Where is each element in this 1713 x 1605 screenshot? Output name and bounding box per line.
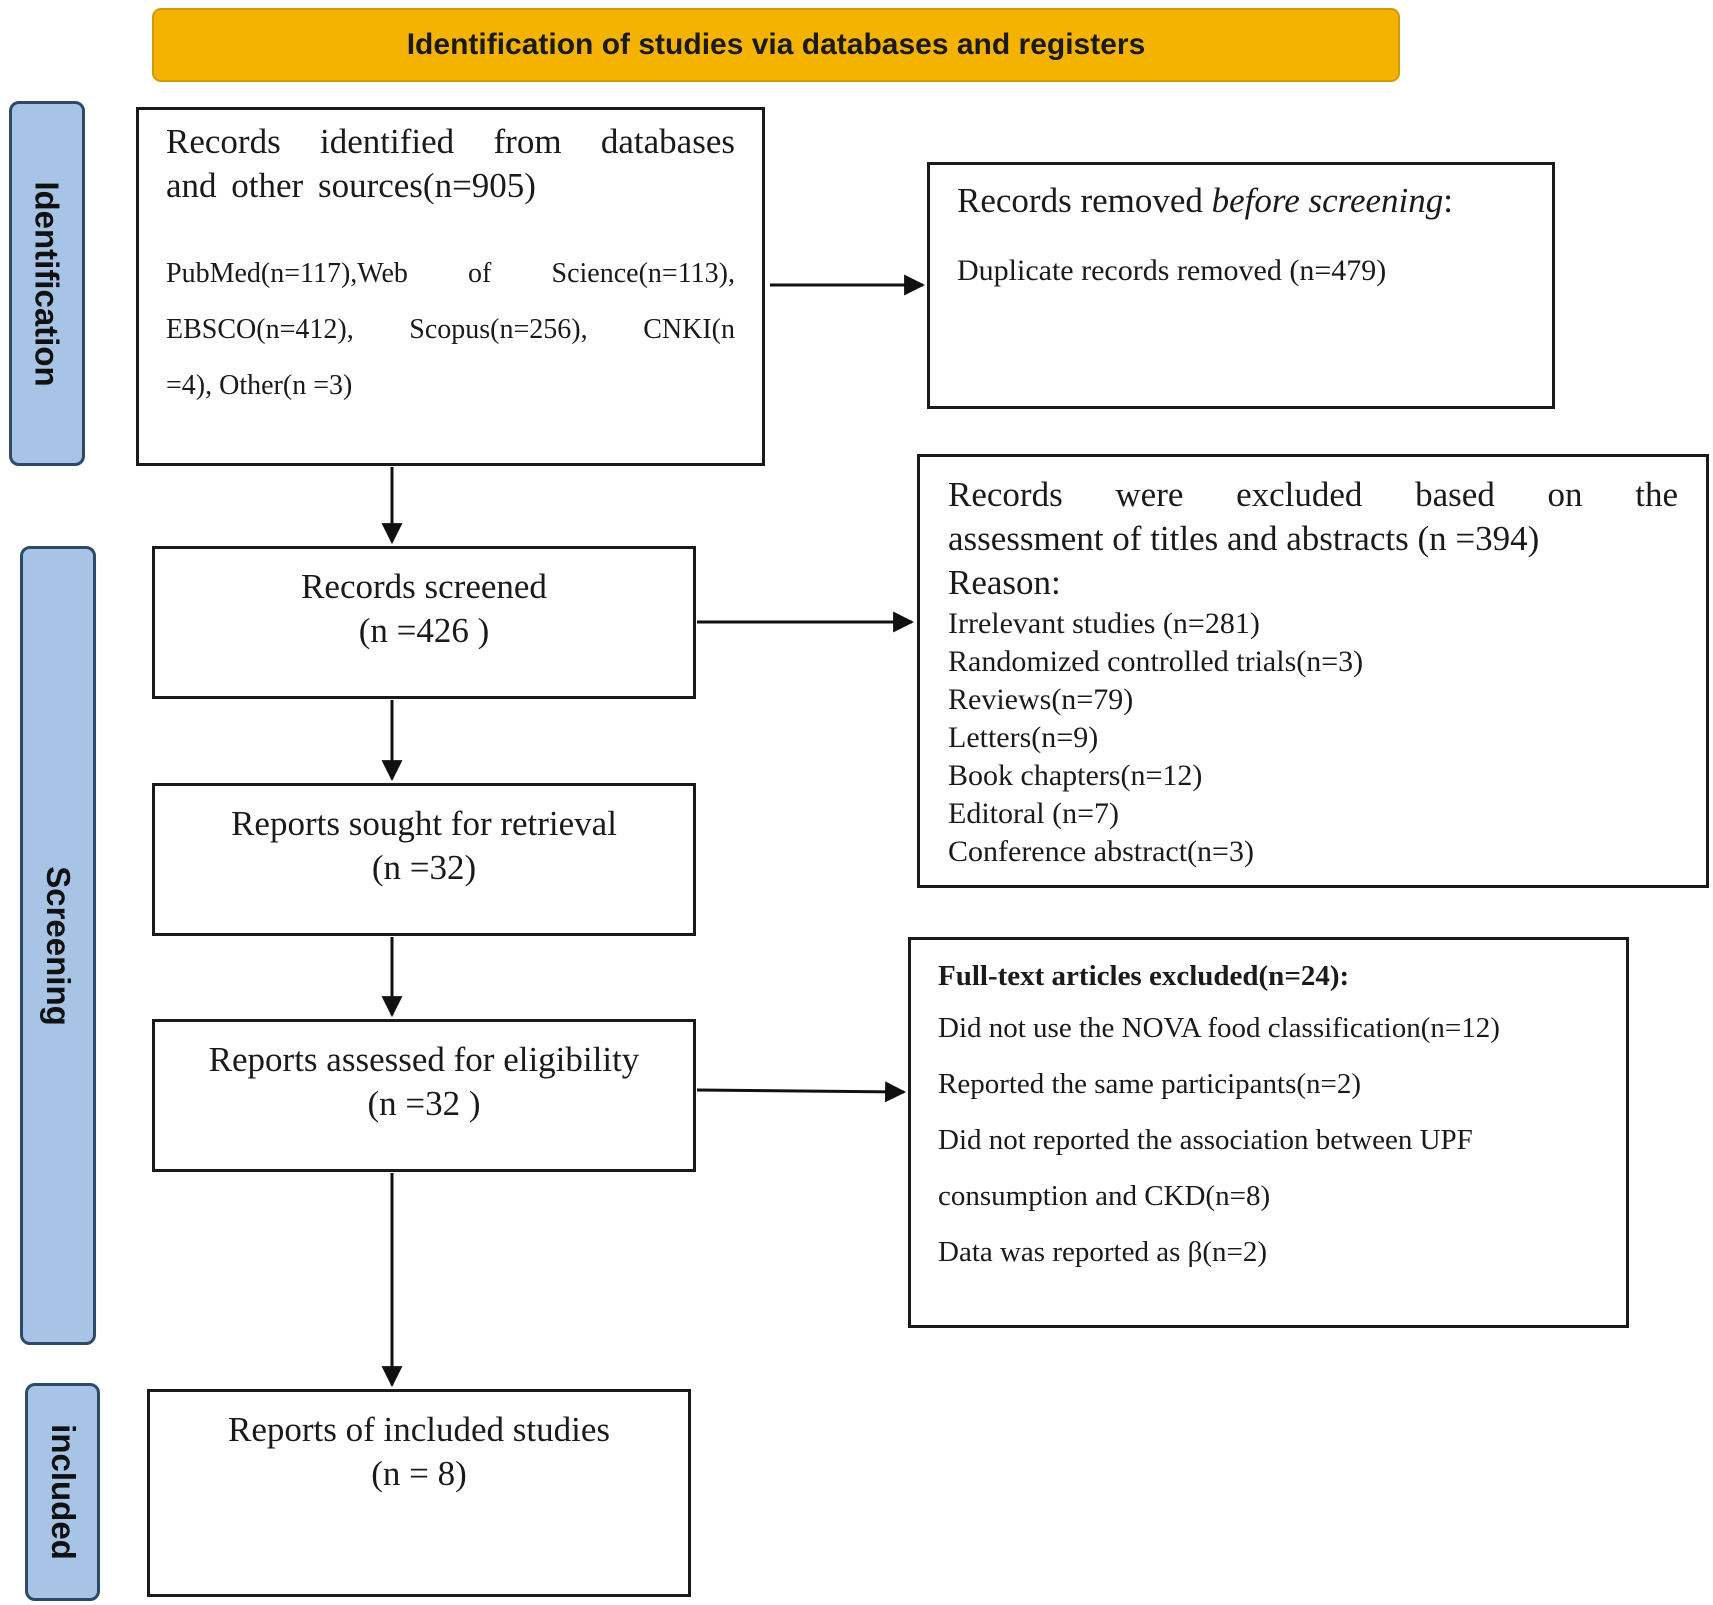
records-removed-box: Records removed before screening: Duplic…: [927, 162, 1555, 409]
records-identified-title-line2: and other sources(n=905): [166, 166, 536, 205]
records-screened-label: Records screened: [301, 567, 547, 606]
records-identified-box: Records identified from databases and ot…: [136, 107, 765, 466]
records-screened-box: Records screened (n =426 ): [152, 546, 696, 699]
arrow-assessed-to-fulltext-excluded: [696, 1081, 907, 1103]
phase-label-screening: Screening: [20, 546, 96, 1345]
exclusion-reason-item: Irrelevant studies (n=281): [948, 607, 1260, 640]
exclusion-reason-item: Conference abstract(n=3): [948, 835, 1254, 868]
records-screened-count: (n =426 ): [358, 611, 490, 650]
records-excluded-box: Records were excluded based on the asses…: [917, 454, 1709, 888]
records-removed-title-suffix: :: [1443, 181, 1454, 220]
reason-label: Reason:: [948, 563, 1061, 602]
duplicate-records-removed: Duplicate records removed (n=479): [957, 254, 1387, 287]
reports-assessed-count: (n =32 ): [367, 1084, 481, 1123]
reports-assessed-box: Reports assessed for eligibility (n =32 …: [152, 1019, 696, 1172]
reports-sought-box: Reports sought for retrieval (n =32): [152, 783, 696, 936]
records-identified-sources-line2: EBSCO(n=412), Scopus(n=256), CNKI(n: [166, 314, 735, 345]
fulltext-excluded-item: Data was reported as β(n=2): [938, 1236, 1268, 1268]
exclusion-reason-item: Book chapters(n=12): [948, 759, 1203, 792]
included-studies-box: Reports of included studies (n = 8): [147, 1389, 691, 1597]
exclusion-reason-item: Reviews(n=79): [948, 683, 1134, 716]
reports-sought-count: (n =32): [371, 848, 477, 887]
reports-sought-label: Reports sought for retrieval: [231, 804, 617, 843]
reports-assessed-label: Reports assessed for eligibility: [208, 1040, 640, 1079]
included-studies-label: Reports of included studies: [227, 1410, 611, 1449]
phase-label-identification: Identification: [9, 101, 85, 466]
fulltext-excluded-item: consumption and CKD(n=8): [938, 1180, 1271, 1212]
records-excluded-line1: Records were excluded based on the: [948, 475, 1678, 514]
fulltext-excluded-title: Full-text articles excluded(n=24):: [938, 960, 1350, 992]
records-identified-title-line1: Records identified from databases: [166, 122, 735, 161]
phase-label-included: included: [25, 1383, 100, 1601]
exclusion-reason-item: Editoral (n=7): [948, 797, 1120, 830]
records-removed-title: Records removed before screening:: [957, 179, 1525, 223]
phase-header: Identification of studies via databases …: [152, 8, 1400, 82]
included-studies-count: (n = 8): [371, 1454, 467, 1493]
records-excluded-line2: assessment of titles and abstracts (n =3…: [948, 519, 1540, 558]
fulltext-excluded-item: Did not use the NOVA food classification…: [938, 1012, 1500, 1044]
fulltext-excluded-item: Did not reported the association between…: [938, 1124, 1473, 1156]
records-identified-sources-line1: PubMed(n=117),Web of Science(n=113),: [166, 258, 735, 289]
records-removed-title-italic: before screening: [1211, 181, 1444, 220]
fulltext-excluded-item: Reported the same participants(n=2): [938, 1068, 1362, 1100]
exclusion-reason-item: Randomized controlled trials(n=3): [948, 645, 1364, 678]
fulltext-excluded-box: Full-text articles excluded(n=24): Did n…: [908, 937, 1629, 1328]
exclusion-reason-item: Letters(n=9): [948, 721, 1099, 754]
records-removed-title-prefix: Records removed: [957, 181, 1212, 220]
records-identified-sources-line3: =4), Other(n =3): [166, 370, 353, 401]
